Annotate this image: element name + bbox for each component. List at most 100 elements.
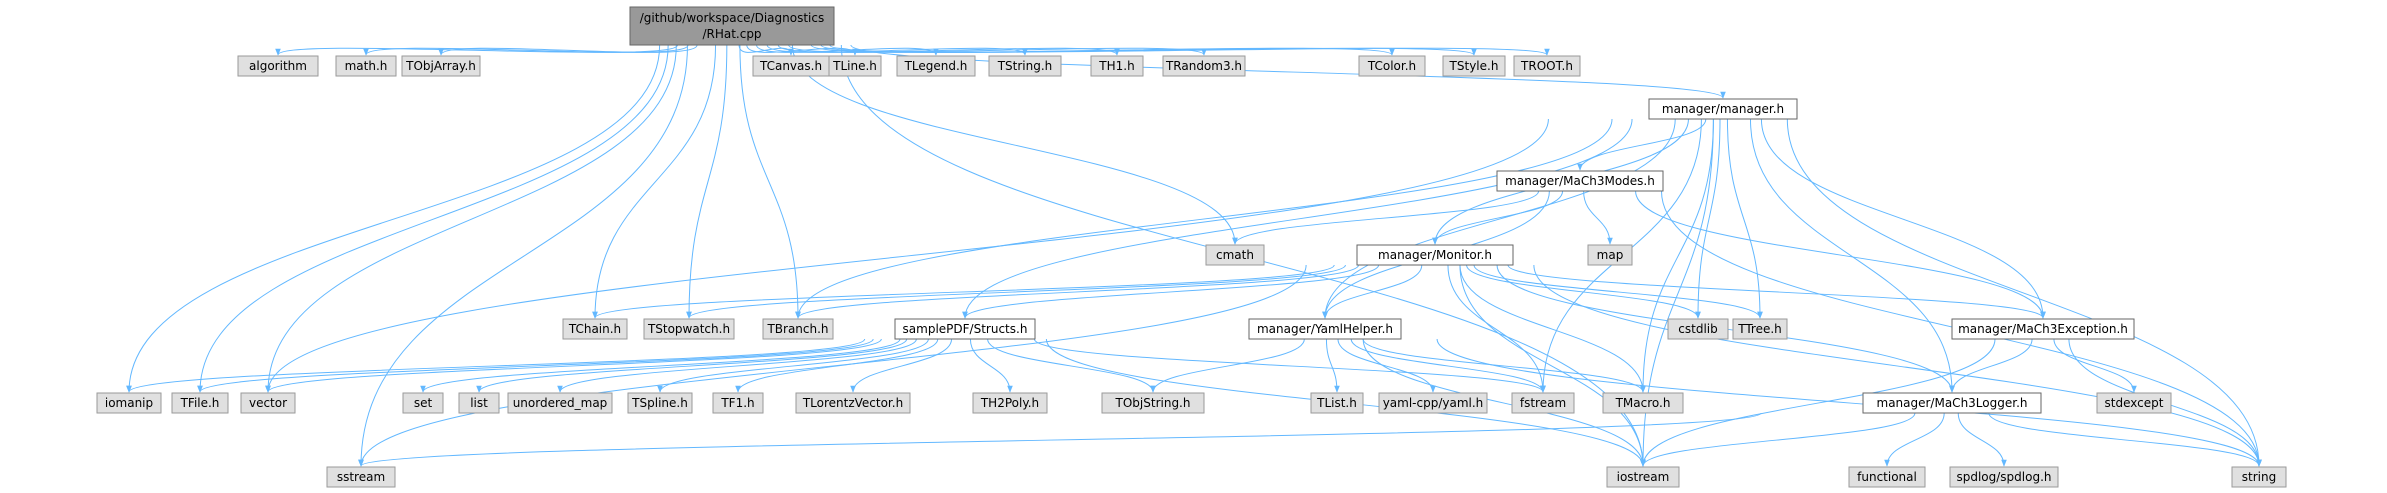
node-stdexcept[interactable]: stdexcept (2096, 392, 2172, 414)
node-tlorentzvector[interactable]: TLorentzVector.h (795, 392, 911, 414)
edge-structs-to-tlorentzvector (850, 338, 953, 393)
node-mach3modes[interactable]: manager/MaCh3Modes.h (1496, 170, 1664, 192)
root-file-node[interactable]: /github/workspace/Diagnostics /RHat.cpp (629, 6, 835, 46)
node-box-tfile (171, 392, 229, 414)
node-unordered-map[interactable]: unordered_map (507, 392, 613, 414)
edge-yamlhelper-to-tobjstring (1150, 338, 1305, 393)
node-tcanvas[interactable]: TCanvas.h (752, 55, 830, 77)
edge-root-to-iomanip (126, 44, 661, 393)
node-sstream[interactable]: sstream (326, 466, 396, 488)
node-label-iomanip: iomanip (105, 396, 153, 410)
node-vector[interactable]: vector (240, 392, 296, 414)
node-box-tbranch (762, 318, 834, 340)
edge-root-to-tstopwatch (686, 44, 728, 319)
node-map[interactable]: map (1587, 244, 1633, 266)
node-box-functional (1848, 466, 1926, 488)
edge-mach3exception-to-iostream (1640, 338, 1996, 467)
edge-structs-to-iomanip (126, 338, 866, 393)
node-th1[interactable]: TH1.h (1090, 55, 1144, 77)
root-file-path-line2: /RHat.cpp (702, 27, 761, 41)
edge-monitor-to-tbranch (795, 264, 1360, 319)
node-troot[interactable]: TROOT.h (1513, 55, 1581, 77)
node-yamlcpp[interactable]: yaml-cpp/yaml.h (1378, 392, 1488, 414)
node-tstyle[interactable]: TStyle.h (1442, 55, 1506, 77)
node-label-trandom3: TRandom3.h (1165, 59, 1242, 73)
node-string[interactable]: string (2231, 466, 2287, 488)
node-label-set: set (414, 396, 433, 410)
node-th2poly[interactable]: TH2Poly.h (972, 392, 1048, 414)
node-label-math: math.h (345, 59, 388, 73)
edge-monitor-to-tchain (592, 264, 1335, 319)
edge-monitor-to-tmacro (1459, 264, 1646, 393)
edge-monitor-to-ttree (1473, 264, 1763, 319)
node-box-algorithm (237, 55, 319, 77)
node-tcolor[interactable]: TColor.h (1358, 55, 1426, 77)
node-box-string (2231, 466, 2287, 488)
node-label-tmacro: TMacro.h (1615, 396, 1671, 410)
node-iostream[interactable]: iostream (1606, 466, 1680, 488)
graph-nodes: /github/workspace/Diagnostics /RHat.cpp … (96, 6, 2287, 488)
edge-yamlhelper-to-fstream (1350, 338, 1546, 393)
edge-structs-to-tobjstring (987, 338, 1156, 393)
node-trandom3[interactable]: TRandom3.h (1162, 55, 1246, 77)
node-label-tlegend: TLegend.h (904, 59, 968, 73)
edge-structs-to-th2poly (969, 338, 1013, 393)
node-label-mach3exception: manager/MaCh3Exception.h (1958, 322, 2128, 336)
node-label-tcolor: TColor.h (1367, 59, 1416, 73)
node-tstopwatch[interactable]: TStopwatch.h (643, 318, 735, 340)
node-functional[interactable]: functional (1848, 466, 1926, 488)
node-tspline[interactable]: TSpline.h (627, 392, 693, 414)
node-label-tcanvas: TCanvas.h (759, 59, 822, 73)
edge-manager-to-mach3modes (1577, 118, 1707, 171)
node-monitor[interactable]: manager/Monitor.h (1356, 244, 1514, 266)
node-iomanip[interactable]: iomanip (96, 392, 162, 414)
node-mach3exception[interactable]: manager/MaCh3Exception.h (1951, 318, 2135, 340)
node-tchain[interactable]: TChain.h (562, 318, 628, 340)
edge-mach3exception-to-stdexcept (2053, 338, 2137, 393)
edge-structs-to-tf1 (735, 338, 939, 393)
node-mach3logger[interactable]: manager/MaCh3Logger.h (1862, 392, 2042, 414)
node-tstring[interactable]: TString.h (988, 55, 1062, 77)
edge-mach3modes-to-map (1583, 190, 1613, 245)
node-tbranch[interactable]: TBranch.h (762, 318, 834, 340)
node-box-sstream (326, 466, 396, 488)
node-box-th2poly (972, 392, 1048, 414)
node-tobjarray[interactable]: TObjArray.h (401, 55, 481, 77)
node-box-set (402, 392, 444, 414)
node-box-trandom3 (1162, 55, 1246, 77)
node-tline[interactable]: TLine.h (828, 55, 882, 77)
node-label-th1: TH1.h (1098, 59, 1134, 73)
node-algorithm[interactable]: algorithm (237, 55, 319, 77)
node-spdlog[interactable]: spdlog/spdlog.h (1949, 466, 2059, 488)
edge-yamlhelper-to-tmacro (1362, 338, 1646, 393)
node-tmacro[interactable]: TMacro.h (1602, 392, 1684, 414)
node-set[interactable]: set (402, 392, 444, 414)
node-ttree[interactable]: TTree.h (1732, 318, 1788, 340)
node-tlist[interactable]: TList.h (1310, 392, 1364, 414)
node-tlegend[interactable]: TLegend.h (896, 55, 976, 77)
node-cmath[interactable]: cmath (1205, 244, 1265, 266)
node-tfile[interactable]: TFile.h (171, 392, 229, 414)
node-structs[interactable]: samplePDF/Structs.h (894, 318, 1036, 340)
node-cstdlib[interactable]: cstdlib (1667, 318, 1729, 340)
edge-monitor-to-string (1533, 264, 2262, 467)
node-label-unordered-map: unordered_map (513, 396, 608, 410)
node-box-mach3modes (1496, 170, 1664, 192)
dependency-edges (126, 44, 2262, 467)
node-list[interactable]: list (458, 392, 500, 414)
node-box-tobjarray (401, 55, 481, 77)
node-math[interactable]: math.h (335, 55, 397, 77)
edge-mach3logger-to-sstream (358, 412, 1762, 467)
node-fstream[interactable]: fstream (1511, 392, 1575, 414)
node-tf1[interactable]: TF1.h (712, 392, 764, 414)
node-label-tline: TLine.h (832, 59, 877, 73)
edge-root-to-tcolor (810, 44, 1395, 56)
node-box-tlegend (896, 55, 976, 77)
node-manager[interactable]: manager/manager.h (1648, 98, 1798, 120)
node-yamlhelper[interactable]: manager/YamlHelper.h (1248, 318, 1402, 340)
node-box-math (335, 55, 397, 77)
node-label-tspline: TSpline.h (631, 396, 688, 410)
node-box-th1 (1090, 55, 1144, 77)
node-box-troot (1513, 55, 1581, 77)
node-tobjstring[interactable]: TObjString.h (1101, 392, 1205, 414)
